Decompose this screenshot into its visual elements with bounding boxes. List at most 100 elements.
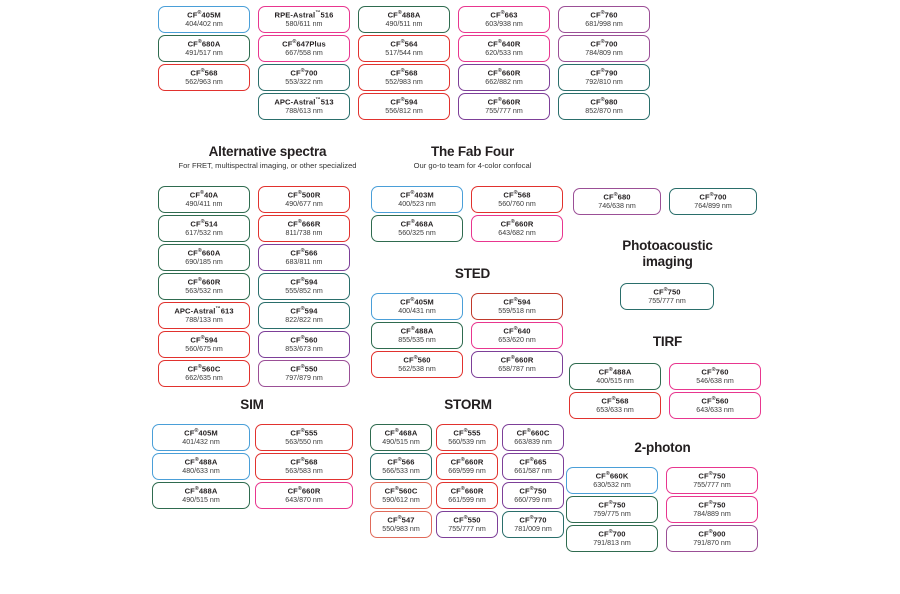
dye-wavelengths: 661/587 nm	[514, 466, 552, 475]
dye-name: CF®568	[390, 67, 418, 78]
dye-wavelengths: 755/777 nm	[693, 480, 731, 489]
dye-name: CF®560	[290, 334, 318, 345]
dye-wavelengths: 791/870 nm	[693, 538, 731, 547]
dye-name: CF®405M	[187, 9, 221, 20]
dye-wavelengths: 562/963 nm	[185, 77, 223, 86]
dye-wavelengths: 560/325 nm	[398, 228, 436, 237]
dye-name: CF®660C	[516, 427, 550, 438]
dye-name: CF®550	[453, 514, 481, 525]
dye-name: CF®700	[590, 38, 618, 49]
dye-name: CF®566	[387, 456, 415, 467]
dye-wavelengths: 491/517 nm	[185, 48, 223, 57]
dye-wavelengths: 517/544 nm	[385, 48, 423, 57]
dye-name: CF®750	[698, 499, 726, 510]
dye-name: CF®560	[403, 354, 431, 365]
dye-name: CF®750	[519, 485, 547, 496]
dye-wavelengths: 853/673 nm	[285, 344, 323, 353]
dye-name: CF®405M	[184, 427, 218, 438]
dye-name: CF®500R	[287, 189, 321, 200]
dye-name: RPE-Astral™516	[274, 9, 334, 20]
dye-name: CF®700	[699, 191, 727, 202]
dye-wavelengths: 617/532 nm	[185, 228, 223, 237]
section-subtitle-fab-four: Our go-to team for 4-color confocal	[413, 161, 532, 170]
dye-name: CF®750	[653, 286, 681, 297]
dye-name: CF®647Plus	[282, 38, 326, 49]
